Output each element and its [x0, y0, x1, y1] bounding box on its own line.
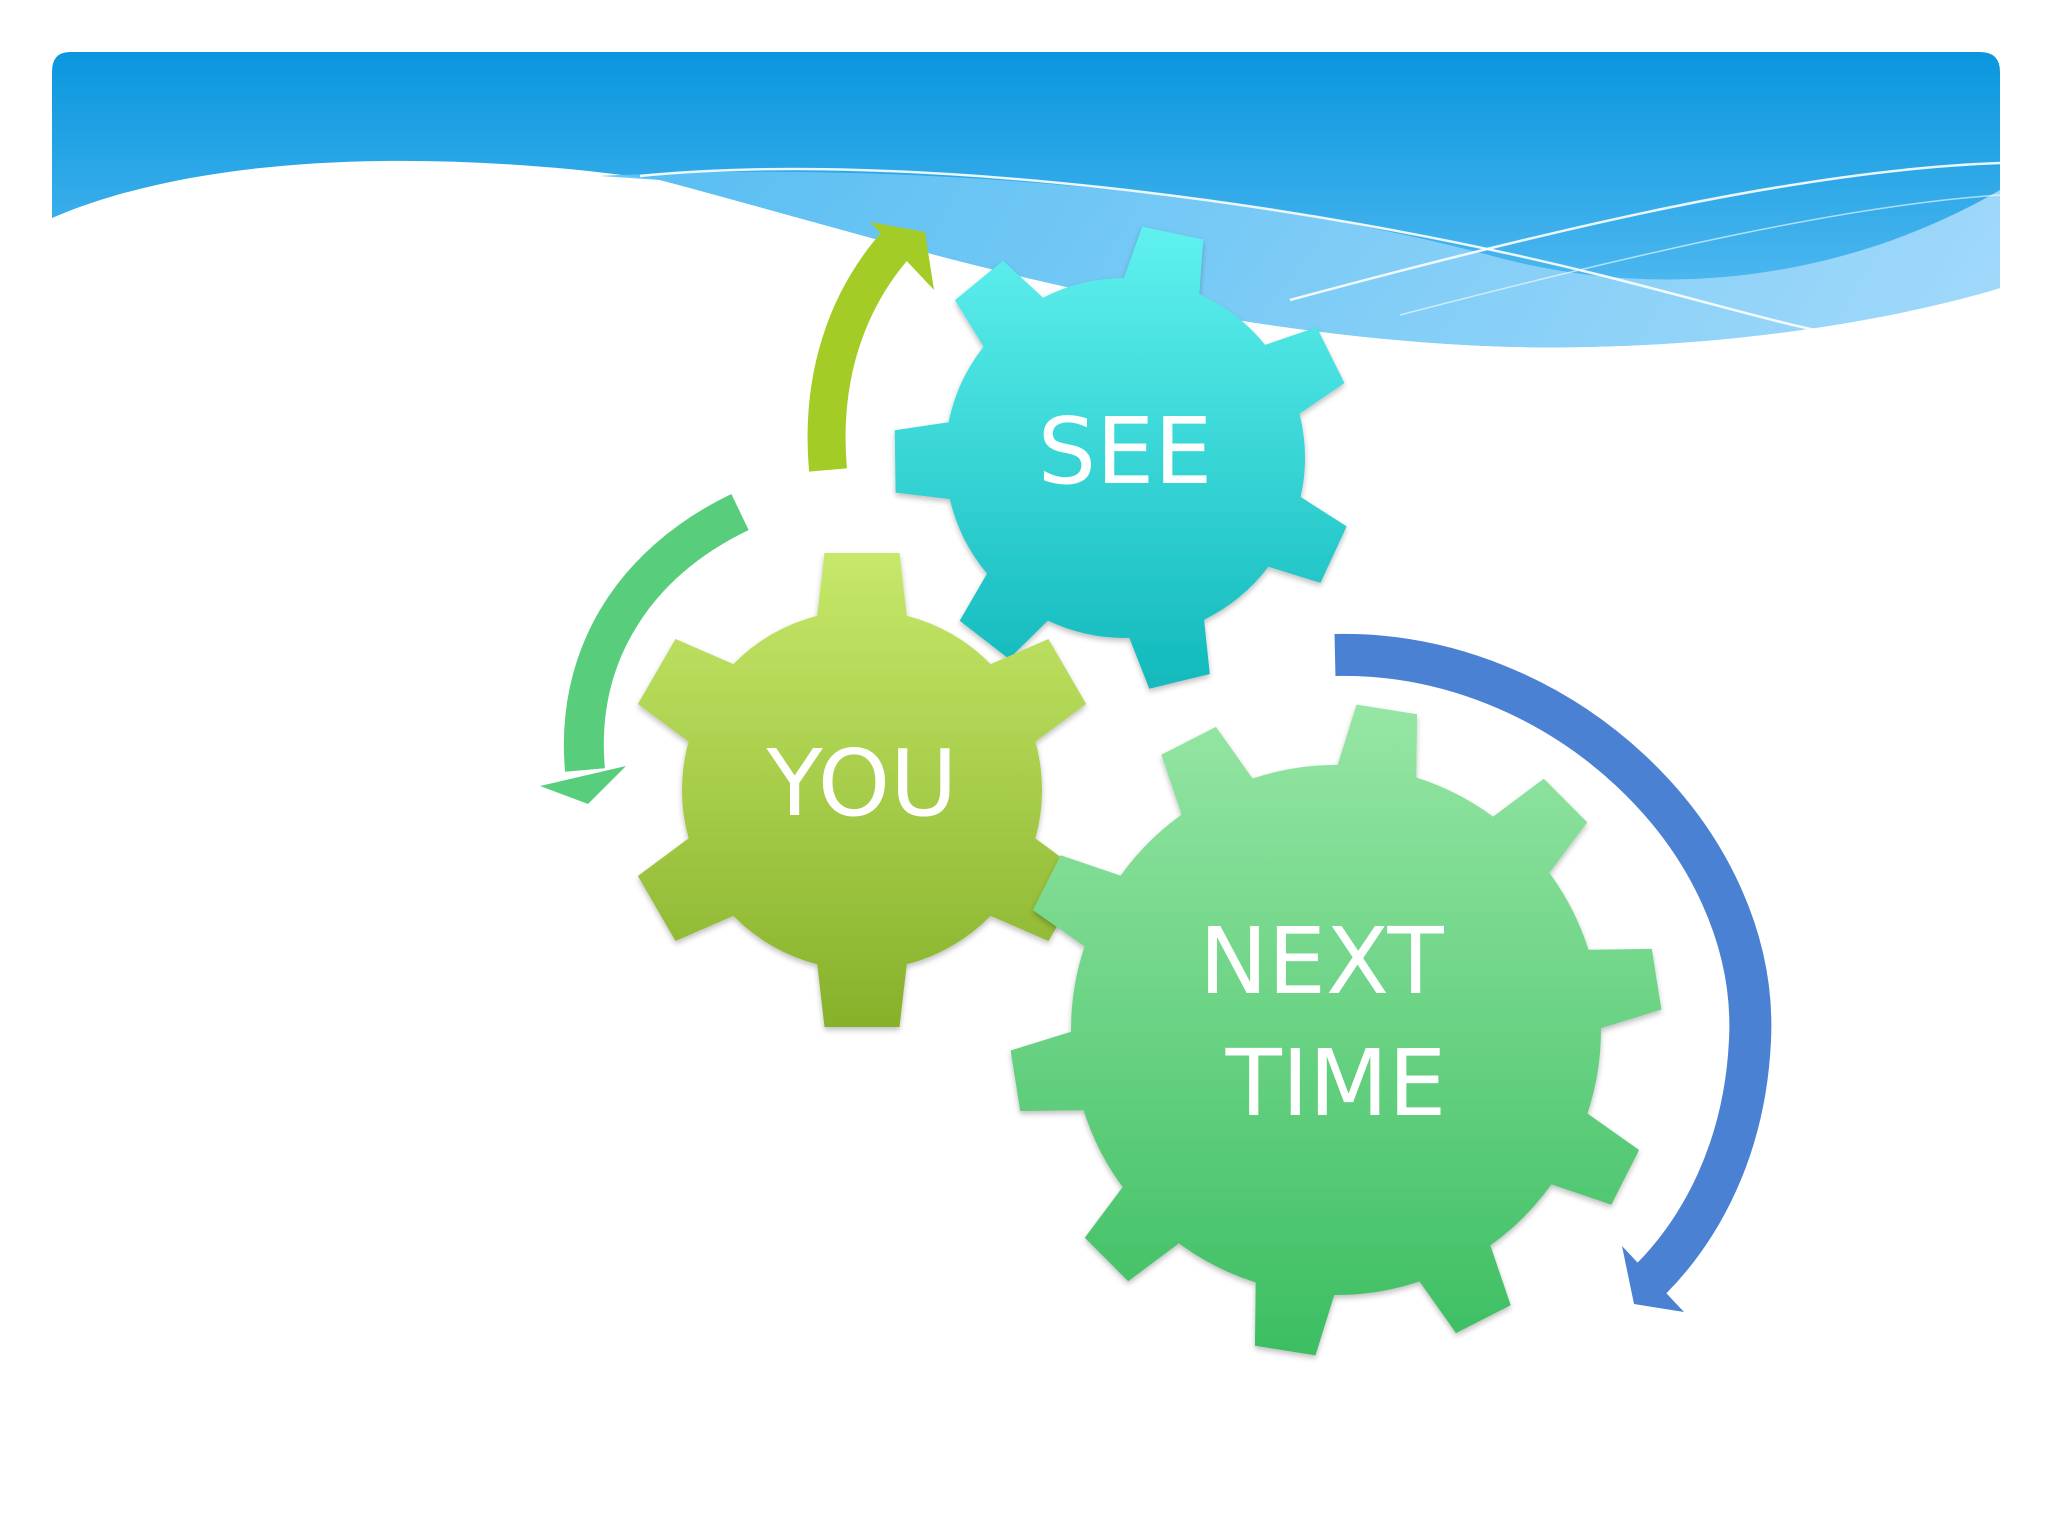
gear-you: YOU — [637, 553, 1087, 1027]
arrow-blue — [1334, 633, 1772, 1312]
banner-wave-line-3 — [1399, 194, 2001, 316]
gear-you-label: YOU — [766, 730, 958, 837]
banner-wave-line-1 — [639, 167, 1851, 338]
gear-next-time: NEXT TIME — [1010, 704, 1662, 1356]
arrow-green — [540, 493, 749, 804]
banner-wave-light — [600, 171, 2000, 348]
header-banner — [52, 52, 2001, 348]
gear-next-time-label: NEXT TIME — [1199, 908, 1473, 1137]
gear-see-label: SEE — [1038, 398, 1213, 505]
arrow-lime — [807, 222, 934, 472]
gear-see: SEE — [894, 226, 1347, 689]
banner-wave-line-2 — [1289, 161, 2001, 302]
